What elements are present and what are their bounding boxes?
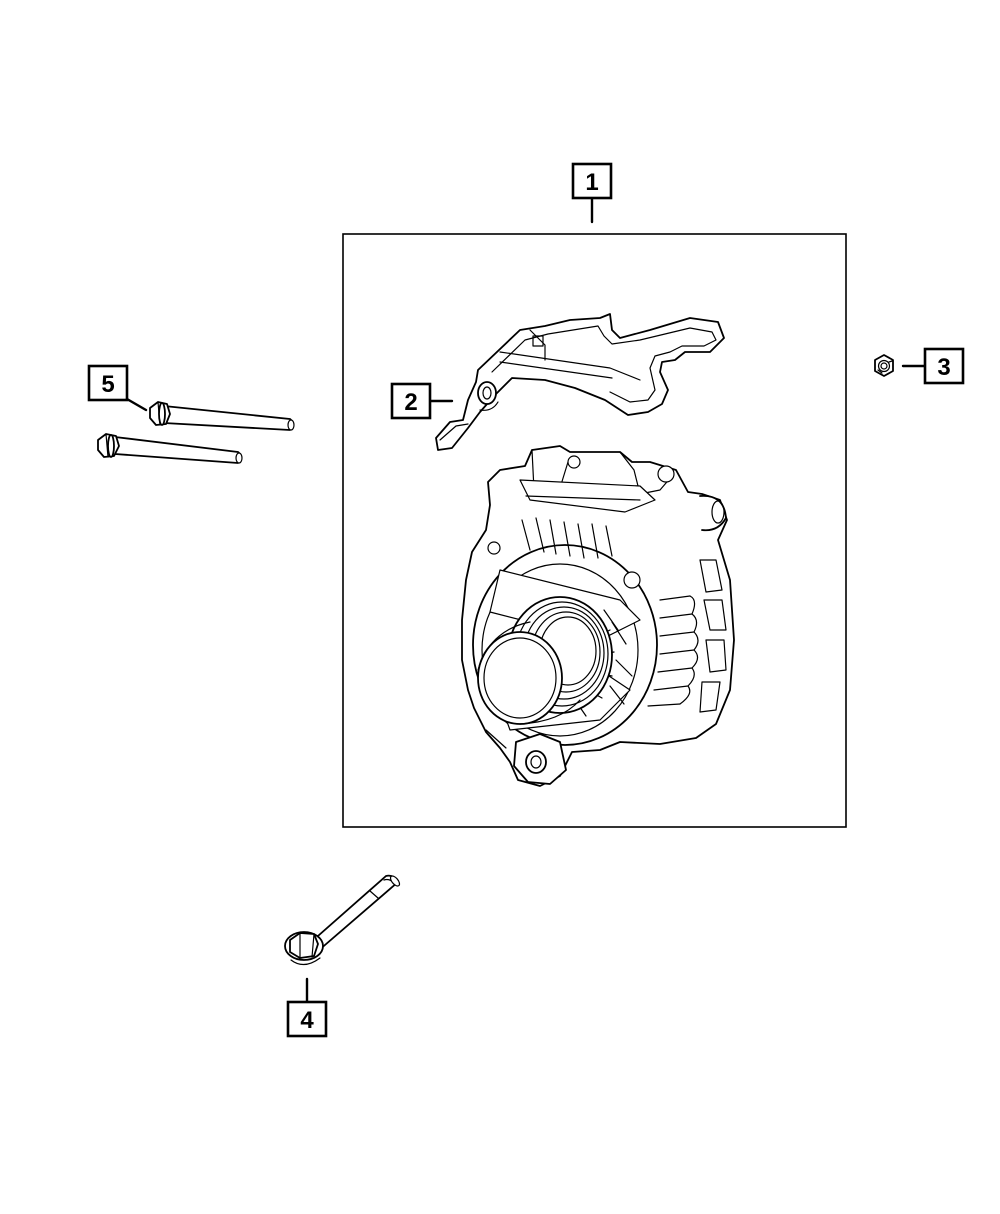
- callout-2-label: 2: [404, 389, 417, 416]
- callout-3-label: 3: [937, 354, 950, 381]
- bolt-icon[interactable]: [97, 401, 295, 464]
- callout-5-leader: [125, 397, 148, 412]
- bracket-icon[interactable]: [435, 313, 725, 451]
- callout-5-label: 5: [101, 371, 114, 398]
- short-bolt-lower: [97, 433, 243, 464]
- short-bolt-upper: [149, 401, 295, 431]
- callout-1[interactable]: 1: [571, 162, 613, 224]
- bolt-icon[interactable]: [284, 874, 401, 966]
- alternator-icon[interactable]: [461, 445, 735, 787]
- callout-2[interactable]: 2: [390, 382, 454, 420]
- callout-1-label: 1: [585, 169, 598, 196]
- pulley: [477, 596, 613, 725]
- cooling-fins: [647, 559, 727, 713]
- assembly-frame: [342, 233, 847, 828]
- callout-3[interactable]: 3: [901, 347, 965, 385]
- callout-4-label: 4: [300, 1007, 314, 1034]
- callout-4[interactable]: 4: [286, 977, 328, 1038]
- callout-5[interactable]: 5: [87, 364, 148, 412]
- nut-icon[interactable]: [874, 354, 894, 377]
- vent-slots: [521, 517, 613, 559]
